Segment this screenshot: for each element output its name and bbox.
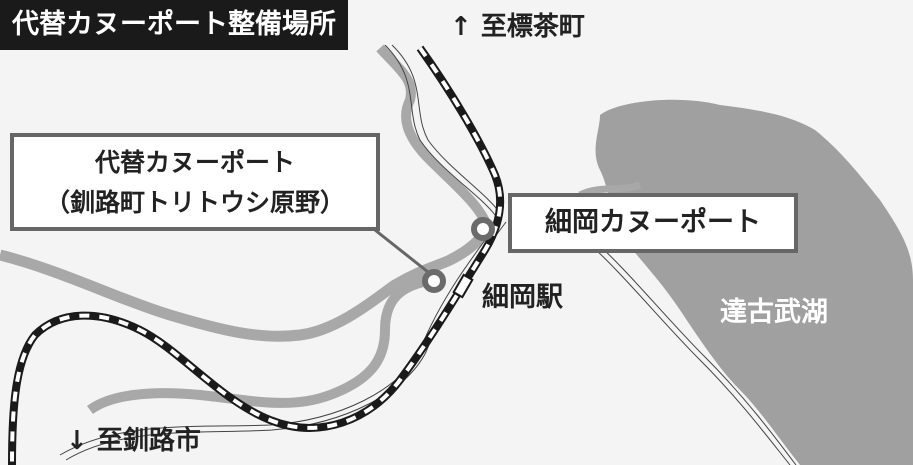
station-label: 細岡駅	[482, 282, 563, 313]
callout-pointer	[374, 228, 429, 274]
river	[0, 224, 493, 342]
main-port-label: 細岡カヌーポート	[508, 193, 798, 253]
station-marker	[452, 273, 474, 299]
direction-north-label: ↑ 至標茶町	[450, 12, 585, 42]
map-title: 代替カヌーポート整備場所	[0, 0, 348, 50]
alt-port-marker[interactable]	[422, 269, 446, 293]
lake-label: 達古武湖	[720, 297, 828, 328]
alt-port-location: （釧路町トリトウシ原野）	[44, 188, 345, 217]
main-port-marker[interactable]	[471, 217, 495, 241]
direction-south-label: ↓ 至釧路市	[66, 426, 201, 456]
alt-port-name: 代替カヌーポート	[94, 148, 295, 177]
railway-line	[8, 45, 505, 465]
river-east	[578, 181, 642, 199]
lake-shape	[595, 99, 913, 465]
river-lower	[87, 275, 434, 415]
alt-port-callout: 代替カヌーポート （釧路町トリトウシ原野）	[10, 133, 380, 231]
